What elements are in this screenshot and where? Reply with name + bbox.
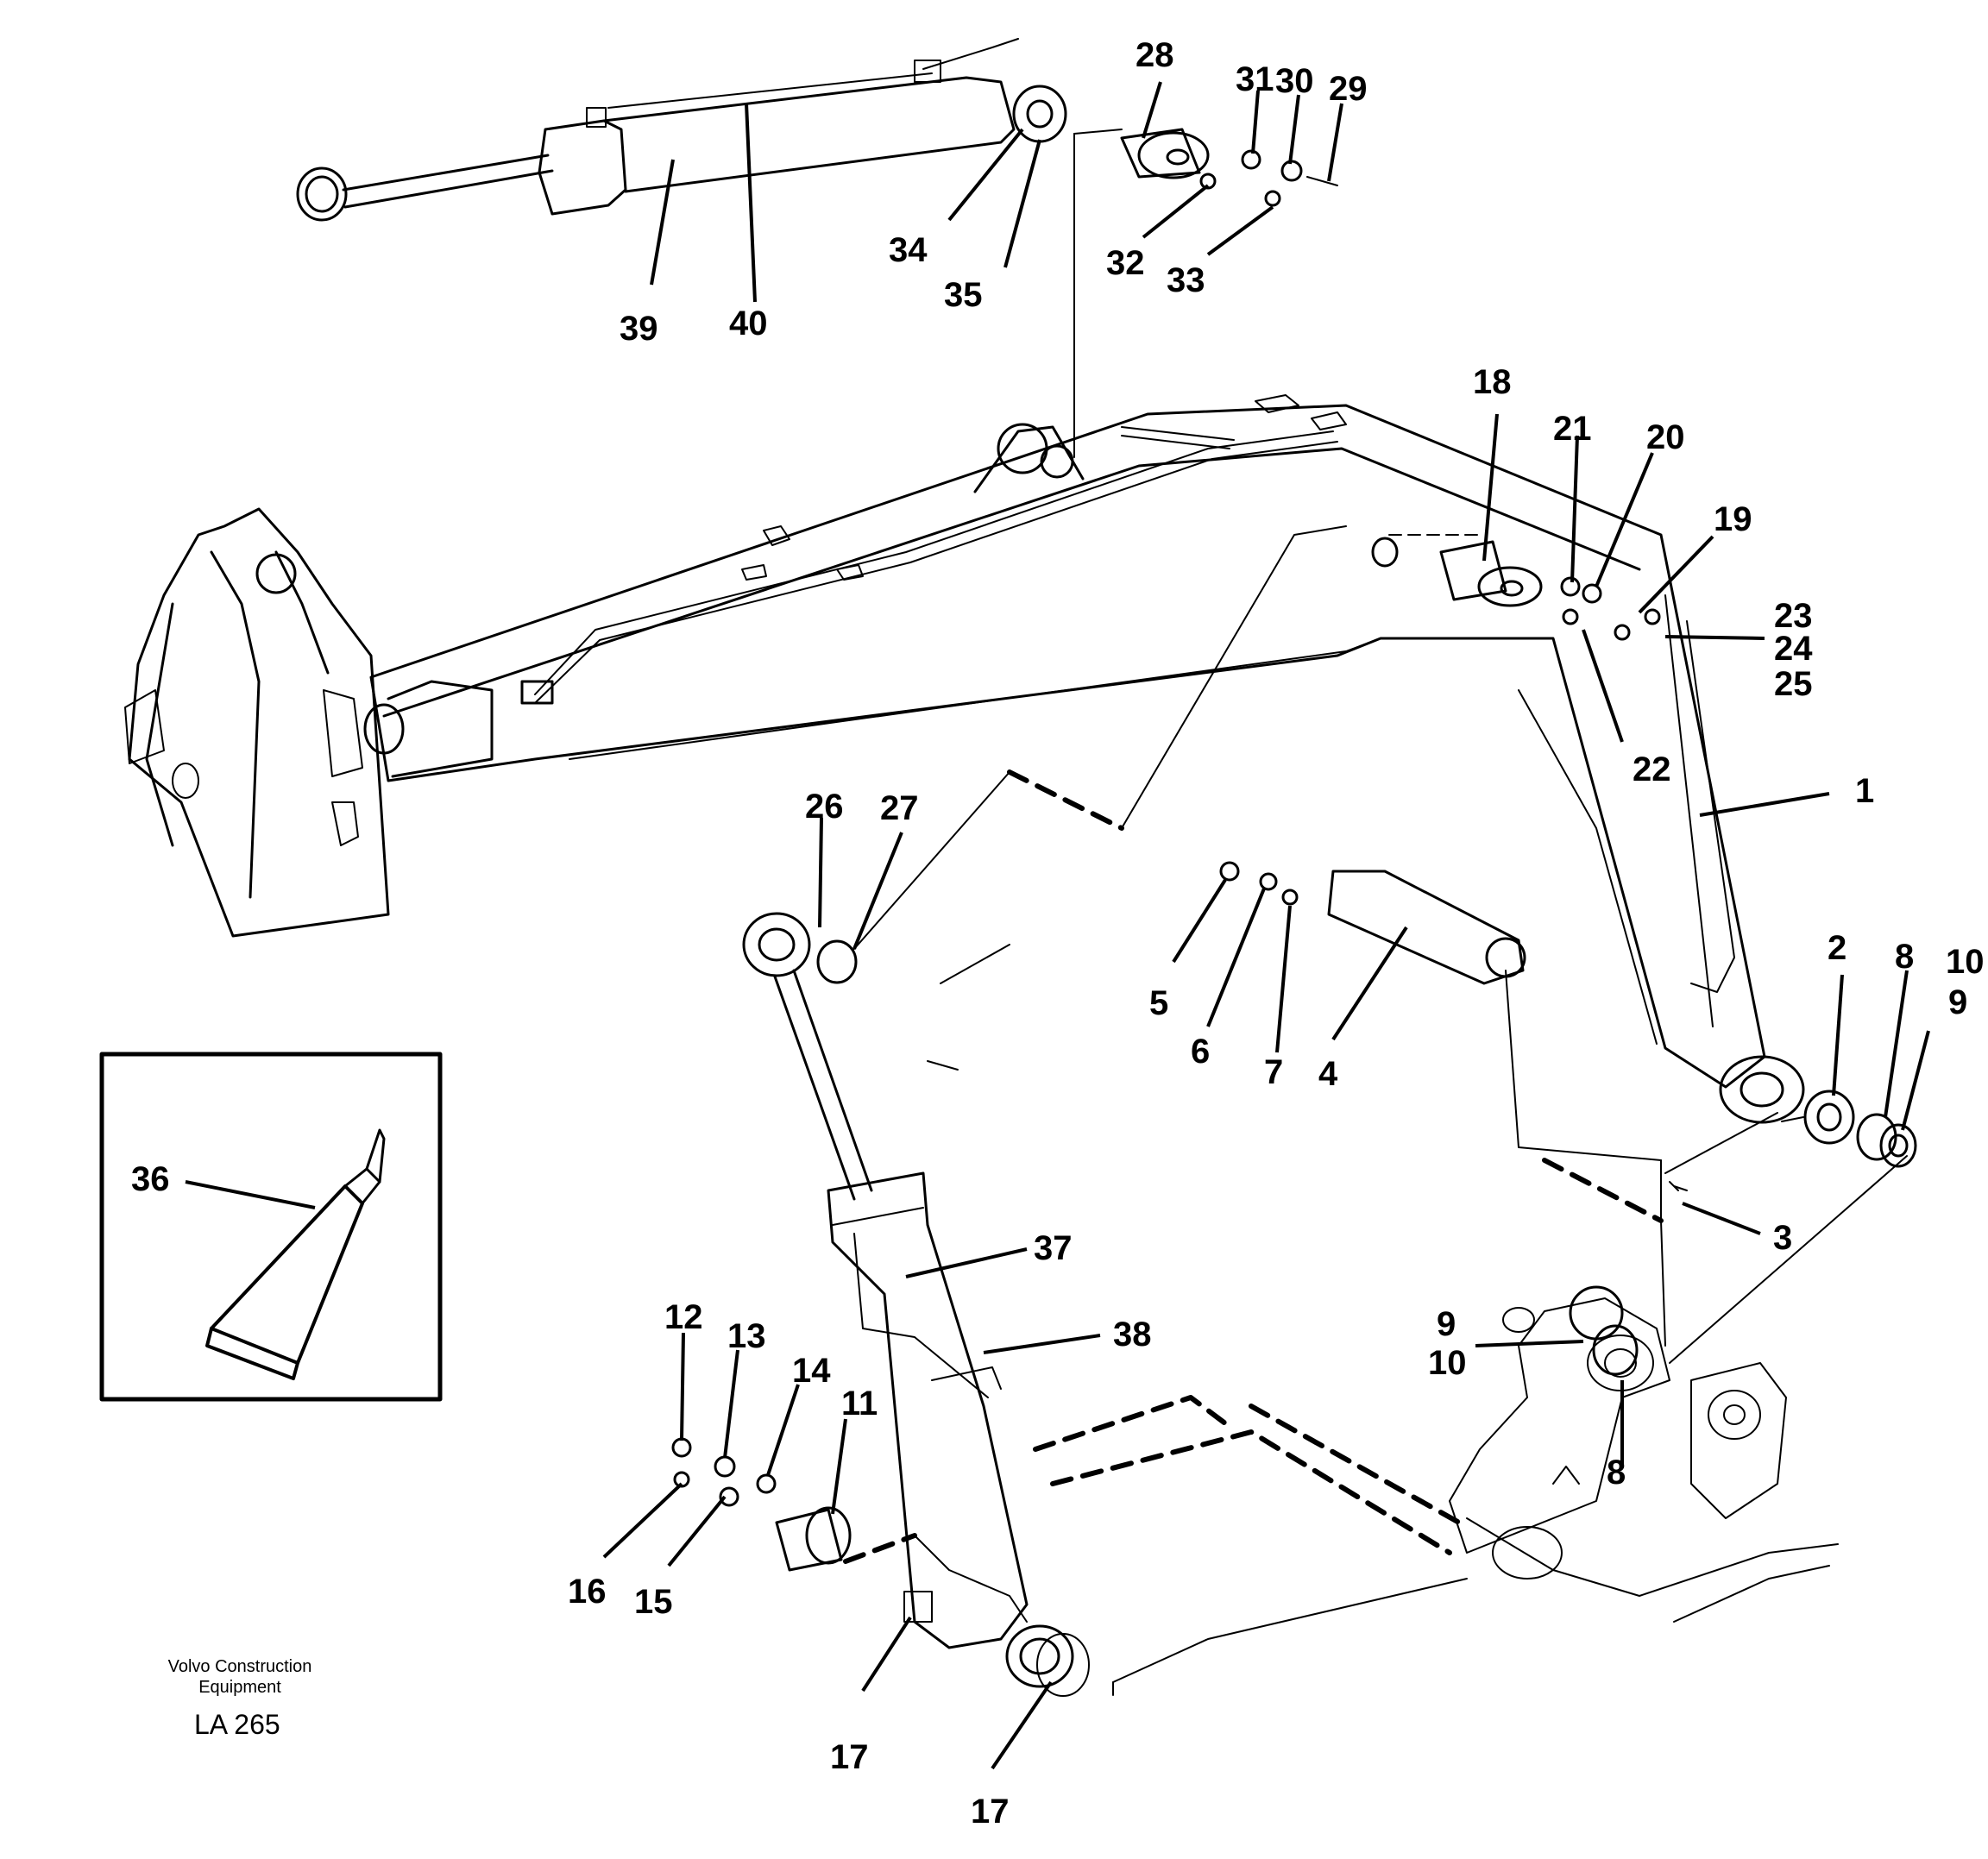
pin-28-group [1120, 128, 1338, 207]
callout-25: 25 [1774, 665, 1813, 703]
centre-lines [853, 129, 1908, 1696]
assembly-lines [843, 769, 1664, 1564]
pin-4-group [1219, 861, 1526, 985]
callout-32: 32 [1106, 244, 1145, 282]
company-name-line2: Equipment [198, 1678, 281, 1697]
callout-22: 22 [1633, 751, 1671, 788]
boom-arm [363, 394, 1805, 1124]
callout-10-lower: 10 [1428, 1344, 1467, 1382]
callout-9-upper: 9 [1948, 983, 1967, 1021]
callout-18: 18 [1473, 363, 1512, 401]
company-name-line1: Volvo Construction [168, 1657, 312, 1676]
callout-6: 6 [1191, 1033, 1210, 1071]
callout-27: 27 [880, 789, 919, 827]
machine-frame [124, 507, 390, 938]
callout-34: 34 [889, 231, 928, 269]
callout-35: 35 [944, 276, 983, 314]
callout-12: 12 [664, 1298, 703, 1336]
drawing-footer: Volvo Construction Equipment LA 265 [168, 1657, 312, 1740]
callout-2: 2 [1828, 929, 1846, 967]
callout-15: 15 [634, 1583, 673, 1621]
dipper-cylinder [296, 38, 1067, 222]
callout-5: 5 [1149, 984, 1168, 1022]
bolt-3 [1669, 1181, 1688, 1191]
callout-30: 30 [1275, 62, 1314, 100]
inset-sealant [99, 1052, 443, 1402]
callout-38: 38 [1113, 1316, 1152, 1353]
boom-cylinder [742, 912, 1090, 1697]
callout-19: 19 [1714, 500, 1752, 538]
callout-labels: 1 2 3 4 5 6 7 8 10 9 9 10 8 11 12 13 14 … [131, 36, 1985, 1831]
callout-13: 13 [727, 1317, 766, 1355]
callout-33: 33 [1167, 261, 1205, 299]
callout-17-b: 17 [971, 1793, 1010, 1831]
bushing-set [1803, 1090, 1917, 1168]
drawing-code: LA 265 [194, 1709, 280, 1740]
callout-36: 36 [131, 1160, 170, 1198]
callout-1: 1 [1855, 772, 1874, 810]
pin-11-group [671, 1437, 852, 1572]
callout-3: 3 [1773, 1219, 1792, 1257]
callout-21: 21 [1553, 410, 1592, 448]
callout-10-upper: 10 [1946, 943, 1985, 981]
callout-28: 28 [1136, 36, 1174, 74]
callout-26: 26 [805, 788, 844, 826]
mounting-bracket [1449, 1285, 1839, 1623]
pin-18-group [1371, 537, 1661, 641]
callout-17-a: 17 [830, 1738, 869, 1776]
callout-9-lower: 9 [1437, 1305, 1456, 1343]
callout-23: 23 [1774, 597, 1813, 635]
callout-8-upper: 8 [1895, 938, 1914, 976]
callout-29: 29 [1329, 70, 1368, 108]
leader-lines [185, 81, 1930, 1770]
callout-37: 37 [1034, 1229, 1073, 1267]
callout-39: 39 [620, 310, 658, 348]
callout-14: 14 [792, 1352, 831, 1390]
callout-24: 24 [1774, 630, 1813, 668]
callout-11: 11 [841, 1385, 878, 1423]
callout-40: 40 [729, 305, 768, 342]
callout-31: 31 [1236, 60, 1274, 98]
callout-4: 4 [1318, 1055, 1338, 1093]
callout-16: 16 [568, 1573, 607, 1611]
callout-8-lower: 8 [1607, 1454, 1626, 1492]
callout-20: 20 [1646, 418, 1685, 456]
callout-7: 7 [1264, 1053, 1283, 1091]
